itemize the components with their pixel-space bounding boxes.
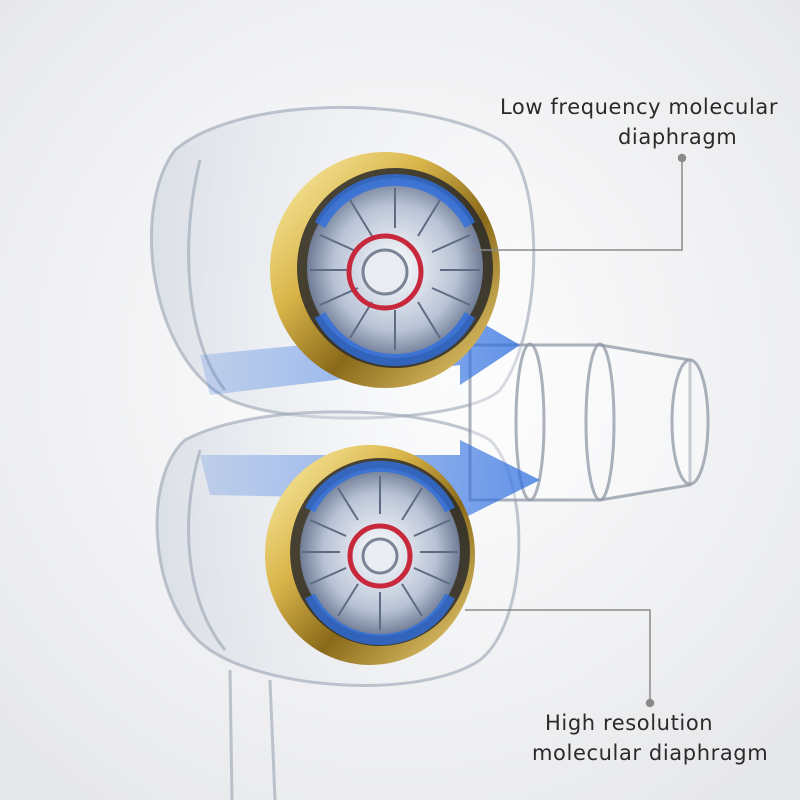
high-resolution-label-line1: High resolution	[545, 711, 714, 735]
high-resolution-label-line2: molecular diaphragm	[532, 741, 769, 765]
low-frequency-driver	[270, 152, 500, 388]
low-frequency-label-line2: diaphragm	[618, 125, 738, 149]
sound-nozzle	[468, 342, 710, 502]
turbine-fins	[310, 188, 480, 350]
high-resolution-driver	[265, 445, 475, 665]
turbine-fins	[302, 476, 458, 630]
voice-coil	[346, 233, 424, 311]
callout-leader-lines	[465, 153, 687, 708]
low-frequency-label-line1: Low frequency molecular	[500, 95, 779, 119]
voice-coil	[347, 523, 413, 589]
